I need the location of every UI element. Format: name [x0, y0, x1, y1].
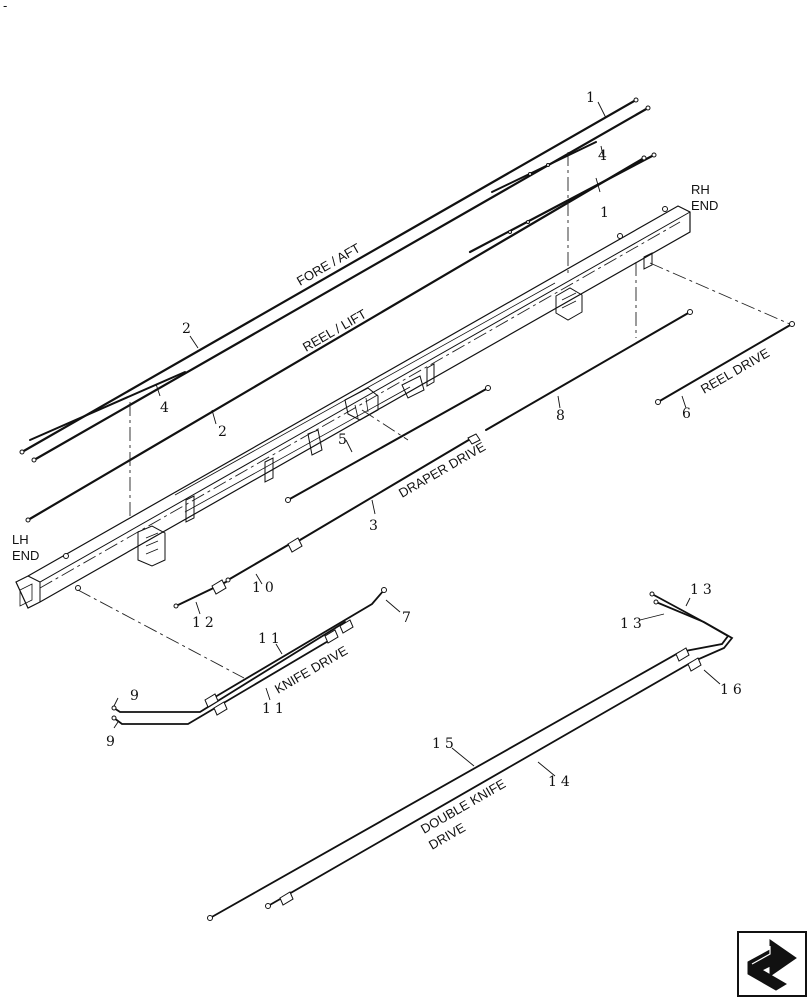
callout-11-upper: 11 — [258, 631, 284, 647]
section-labels: FORE / AFT REEL / LIFT DRAPER DRIVE REEL… — [12, 182, 772, 853]
label-rh-end: END — [691, 198, 718, 213]
callout-12: 12 — [192, 615, 218, 631]
callout-2-upper: 2 — [182, 321, 191, 337]
callout-14: 14 — [548, 774, 574, 790]
callout-4-lower: 4 — [160, 400, 169, 416]
callout-2-lower: 2 — [218, 424, 227, 440]
double-knife-drive-lines — [207, 591, 734, 921]
label-rh: RH — [691, 182, 710, 197]
callout-15: 15 — [432, 736, 458, 752]
next-page-arrow-icon[interactable] — [737, 931, 807, 997]
callout-1-top: 1 — [586, 90, 595, 106]
callout-10: 10 — [252, 580, 278, 596]
callout-5: 5 — [338, 432, 347, 448]
leader-lines — [113, 101, 721, 777]
callout-11-lower: 11 — [262, 701, 288, 717]
label-fore-aft: FORE / AFT — [294, 240, 363, 288]
label-draper-drive: DRAPER DRIVE — [396, 439, 488, 501]
callout-numbers: 1 1 2 2 3 4 4 5 6 7 8 9 9 10 11 11 12 13… — [106, 90, 746, 790]
label-reel-lift: REEL / LIFT — [300, 306, 369, 355]
callout-16: 16 — [720, 682, 746, 698]
draper-drive-lines — [173, 309, 693, 609]
reel-drive-line — [655, 321, 795, 405]
callout-3: 3 — [369, 518, 378, 534]
label-lh-end: END — [12, 548, 39, 563]
callout-9-lower: 9 — [106, 734, 115, 750]
corner-mark: - — [3, 0, 7, 13]
label-lh: LH — [12, 532, 29, 547]
reel-lift-lines — [25, 152, 657, 523]
header-frame — [15, 205, 691, 609]
callout-4-upper: 4 — [598, 148, 607, 164]
callout-6: 6 — [682, 406, 691, 422]
beam-brackets — [63, 206, 668, 591]
projection-lines — [77, 152, 793, 679]
callout-13-upper: 13 — [690, 582, 716, 598]
label-reel-drive: REEL DRIVE — [698, 345, 772, 397]
callout-13-lower: 13 — [620, 616, 646, 632]
callout-9-upper: 9 — [130, 688, 139, 704]
callout-8: 8 — [556, 408, 565, 424]
callout-7: 7 — [402, 610, 411, 626]
knife-drive-lines — [111, 587, 387, 725]
callout-1-lower: 1 — [600, 205, 609, 221]
fore-aft-lines — [19, 97, 651, 463]
